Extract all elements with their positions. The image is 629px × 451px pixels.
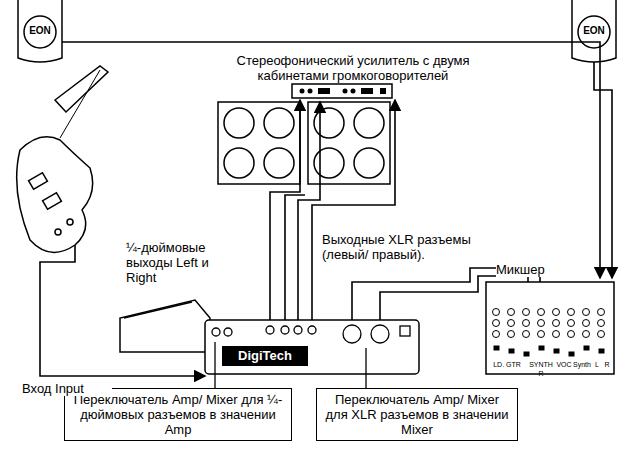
mixer-knob xyxy=(493,320,500,327)
callout-text: Переключатель Amp/ Mixer для XLR разъемо… xyxy=(325,392,508,437)
mixer-knob xyxy=(553,331,560,338)
mixer-knob xyxy=(583,309,590,316)
mixer-fader xyxy=(584,346,589,350)
mixer-fader xyxy=(554,349,559,353)
amp-caption: Стереофонический усилитель с двумя кабин… xyxy=(228,53,478,83)
channel-label: VOC xyxy=(556,360,572,369)
mixer-fader xyxy=(569,352,574,356)
mixer-knob xyxy=(523,331,530,338)
mixer-knob xyxy=(583,320,590,327)
input-label: Вход Input xyxy=(22,381,112,396)
mixer-knob xyxy=(523,320,530,327)
mixer-knob xyxy=(538,331,545,338)
mixer-knob xyxy=(553,320,560,327)
mixer-label: Микшер xyxy=(496,262,566,277)
mixer-knob xyxy=(493,309,500,316)
callout-box: Переключатель Amp/ Mixer для XLR разъемо… xyxy=(316,388,518,441)
channel-label: LD. GTR xyxy=(488,360,526,369)
mixer-fader xyxy=(599,349,604,353)
mixer-knob xyxy=(598,309,605,316)
mixer-knob xyxy=(538,320,545,327)
brand-logo: DigiTech xyxy=(224,348,306,363)
mixer-knob xyxy=(508,309,515,316)
xlr-label: Выходные XLR разъемы (левый/ правый). xyxy=(322,232,472,262)
mixer-knob xyxy=(523,309,530,316)
channel-label: L xyxy=(592,360,602,369)
mixer-knob xyxy=(538,309,545,316)
channel-label: Synth xyxy=(572,360,592,369)
mixer-knob xyxy=(598,320,605,327)
mixer-knob xyxy=(553,309,560,316)
speaker-logo: EON xyxy=(25,25,55,37)
mixer-knob xyxy=(493,331,500,338)
mixer-fader xyxy=(524,352,529,356)
callout-text: Переключатель Amp/ Mixer для ¼-дюймовых … xyxy=(74,392,283,437)
mixer-knob xyxy=(568,320,575,327)
channel-label: SYNTH R xyxy=(526,360,556,378)
mixer-fader xyxy=(494,346,499,350)
speaker-logo: EON xyxy=(579,25,609,37)
mixer-knob xyxy=(508,331,515,338)
mixer-knob xyxy=(598,331,605,338)
outputs-label: ¼-дюймовые выходы Left и Right xyxy=(126,240,226,285)
mixer-knob xyxy=(583,331,590,338)
mixer-fader xyxy=(509,349,514,353)
mixer-knob xyxy=(568,331,575,338)
mixer-fader xyxy=(539,346,544,350)
mixer-knob xyxy=(568,309,575,316)
channel-label: R xyxy=(602,360,612,369)
mixer-knob xyxy=(508,320,515,327)
